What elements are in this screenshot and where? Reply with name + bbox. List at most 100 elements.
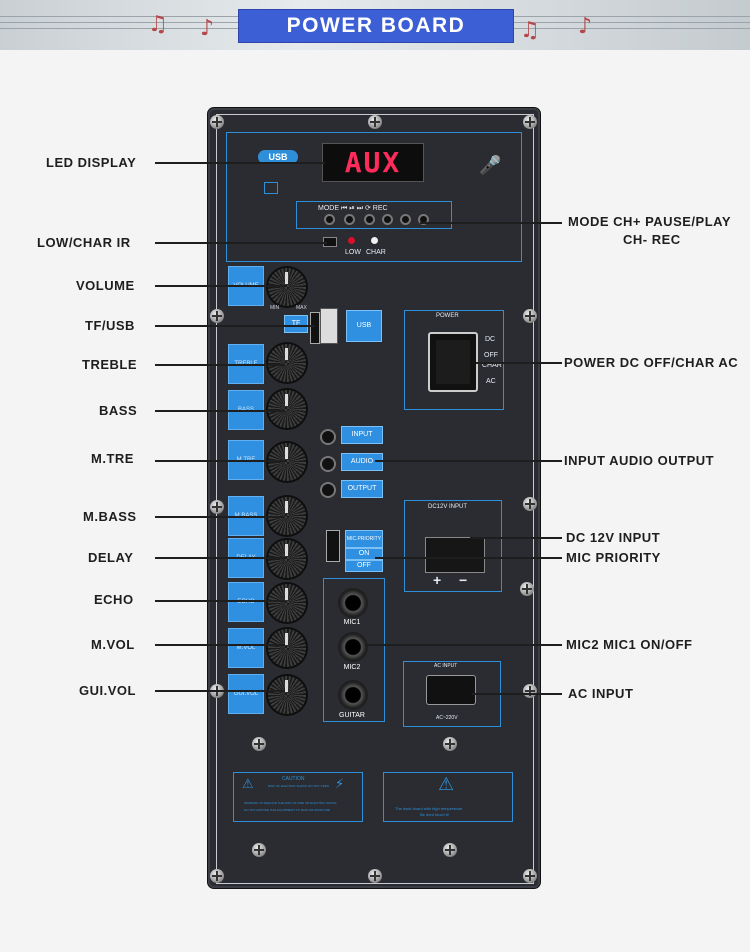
plus-label: + [433,572,442,588]
m-tre-knob[interactable] [268,443,306,481]
mic2-jack[interactable] [338,632,368,662]
tab-echo: ECHO [228,582,264,622]
char-led-icon [371,237,378,244]
tf-label: TF [284,315,308,333]
volume-knob[interactable] [268,268,306,306]
hot-line2: Be dont touch it! [420,812,449,817]
screw-icon [520,582,534,596]
minus-label: − [459,572,468,588]
callout-line [470,537,562,539]
callout-line [155,690,285,692]
callout-input-audio-output: INPUT AUDIO OUTPUT [564,453,715,468]
callout-line [375,460,562,462]
callout-led-display: LED DISPLAY [46,155,137,170]
screw-icon [210,309,224,323]
callout-line [155,410,285,412]
guitar-label: GUITAR [339,712,365,719]
rocker-face [436,340,470,384]
callout-m-vol: M.VOL [91,637,135,652]
callout-line [155,364,285,366]
callout-line [155,460,285,462]
screw-icon [523,869,537,883]
tf-slot[interactable] [310,312,320,344]
screw-icon [523,497,537,511]
screw-icon [443,737,457,751]
callout-line [365,644,562,646]
screw-icon [368,869,382,883]
controls-labels: MODE ⏮ ⏯ ⏭ ⟳ REC [318,205,388,212]
callout-line [155,242,327,244]
knob-min-label: MIN [270,305,280,311]
repeat-button[interactable] [402,216,409,223]
screw-icon [368,115,382,129]
tab-gui-vol: GUI.VOL [228,674,264,714]
display-section [226,132,522,262]
off-label: OFF [484,352,498,359]
callout-mode-line1: MODE CH+ PAUSE/PLAY [568,214,732,229]
screw-icon [210,869,224,883]
mode-button[interactable] [326,216,333,223]
mic1-label: MIC1 [343,619,361,626]
knob-max-label: MAX [296,305,307,311]
delay-knob[interactable] [268,540,306,578]
tab-m-vol: M.VOL [228,628,264,668]
screw-icon [523,309,537,323]
ac-socket[interactable] [426,675,476,705]
power-switch[interactable] [428,332,478,392]
ac-input-title: AC INPUT [434,663,458,669]
callout-mode-line2: CH- REC [623,232,681,247]
echo-knob[interactable] [268,584,306,622]
microphone-icon: 🎤 [479,155,502,176]
usb-port[interactable] [320,308,338,344]
callout-m-tre: M.TRE [91,451,134,466]
dc12v-terminal[interactable] [425,537,485,573]
mic-jack-section [323,578,385,722]
caution-line2: DO NOT EXPOSE THIS EQUIPMENT TO RAIN OR … [244,808,330,812]
screw-icon [523,684,537,698]
gui-vol-knob[interactable] [268,676,306,714]
warning-icon: ⚠ [242,777,254,792]
rec-button[interactable] [420,216,427,223]
dc-label: DC [485,336,496,343]
low-label: LOW [345,249,361,256]
char-label: CHAR [366,249,386,256]
caution-line1: WARNING:TO REDUCE THE RISK OF FIRE OR EL… [244,801,337,805]
mic-priority-off: OFF [345,560,383,572]
screw-icon [210,500,224,514]
hot-line1: The back board with high temperature [395,806,463,811]
bass-knob[interactable] [268,390,306,428]
guitar-jack[interactable] [338,680,368,710]
mic1-jack[interactable] [338,588,368,618]
prev-button[interactable] [346,216,353,223]
callout-power: POWER DC OFF/CHAR AC [564,355,739,370]
callout-line [472,693,562,695]
input-jack[interactable] [322,431,334,443]
next-button[interactable] [384,216,391,223]
callout-mic-onoff: MIC2 MIC1 ON/OFF [566,637,693,652]
callout-volume: VOLUME [76,278,135,293]
callout-line [155,644,285,646]
audio-label: AUDIO [341,453,383,471]
callout-tf-usb: TF/USB [85,318,135,333]
audio-jack[interactable] [322,458,334,470]
m-vol-knob[interactable] [268,629,306,667]
led-display-text: AUX [344,146,402,179]
callout-line [155,325,315,327]
mic-priority-switch[interactable] [326,530,340,562]
output-jack[interactable] [322,484,334,496]
callout-low-char-ir: LOW/CHAR IR [37,235,131,250]
callout-line [476,362,562,364]
callout-line [155,557,285,559]
play-pause-button[interactable] [366,216,373,223]
callout-ac-input: AC INPUT [568,686,634,701]
callout-treble: TREBLE [82,357,137,372]
callout-delay: DELAY [88,550,134,565]
treble-knob[interactable] [268,344,306,382]
callout-line [155,162,325,164]
header-banner: ♫ ♪ ♫ ♪ POWER BOARD [0,0,750,50]
usb-label: USB [346,310,382,342]
mic-priority-on: ON [345,548,383,560]
callout-line [420,222,562,224]
char-switch-label: CHAR [482,362,502,369]
